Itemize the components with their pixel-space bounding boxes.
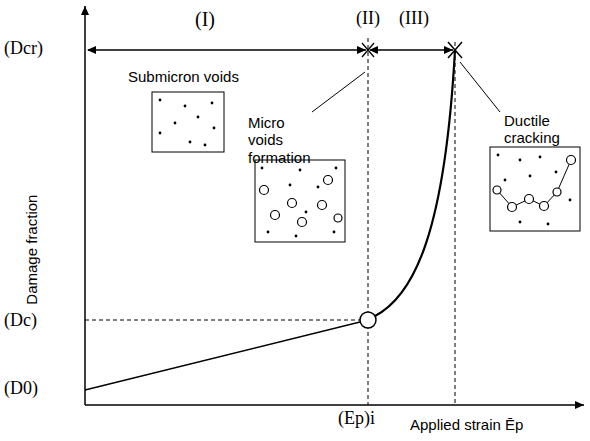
cross-mark: [362, 43, 374, 57]
region-label: (III): [399, 8, 429, 29]
voids-inset: [255, 160, 345, 242]
stage-label: Ductile cracking: [504, 112, 574, 147]
region-arrow: [88, 49, 366, 50]
damage-curve: [85, 322, 360, 390]
guide-line: [85, 320, 360, 321]
cracking-inset: [490, 147, 580, 231]
leader-line: [312, 72, 365, 112]
critical-point: [360, 312, 376, 328]
axis-value: (Dc): [4, 310, 37, 331]
damage-curve: [375, 50, 455, 316]
y-axis: [84, 6, 86, 405]
voids-inset: [152, 92, 224, 152]
stage-label: Micro voids formation: [248, 114, 320, 166]
guide-line: [455, 42, 456, 405]
axis-title: Applied strain Ēp: [410, 416, 523, 433]
guide-line: [368, 38, 369, 405]
region-label: (II): [356, 8, 380, 29]
axis-title: Damage fraction: [23, 195, 40, 305]
leader-line: [460, 62, 500, 112]
axis-value: (Ep)i: [338, 408, 375, 429]
axis-value: (Dcr): [4, 38, 43, 59]
stage-label: Submicron voids: [128, 68, 239, 85]
region-label: (I): [195, 8, 215, 31]
x-axis: [85, 404, 584, 406]
axis-value: (D0): [4, 378, 38, 399]
region-arrow: [370, 49, 453, 50]
